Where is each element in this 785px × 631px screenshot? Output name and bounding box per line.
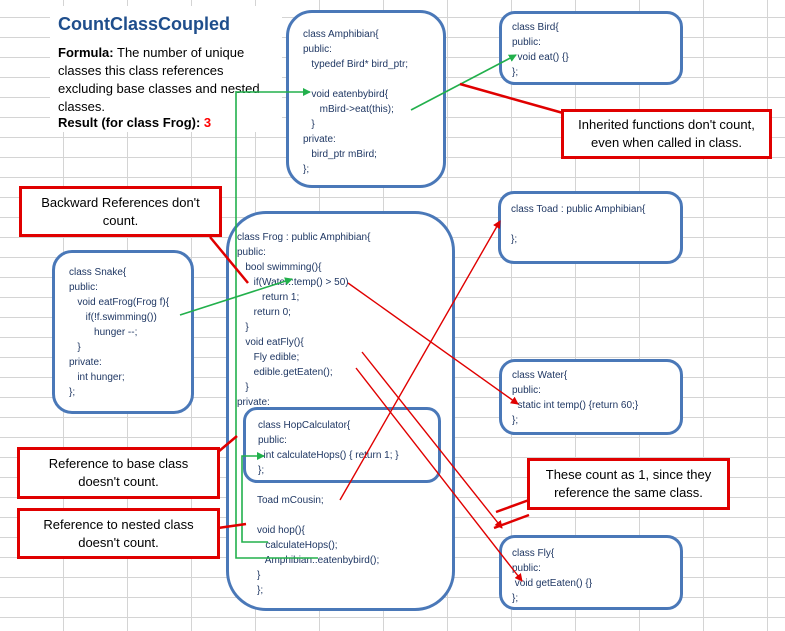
note-base-line1: Reference to base class bbox=[48, 456, 189, 471]
pointer-inherited bbox=[459, 82, 564, 115]
frog-code-top: class Frog : public Amphibian{ public: b… bbox=[237, 232, 371, 408]
note-inherited-functions: Inherited functions don't count, even whe… bbox=[561, 109, 772, 159]
note-inherited-line1: Inherited functions don't count, bbox=[578, 117, 755, 132]
hopcalculator-code: class HopCalculator{ public: int calcula… bbox=[258, 420, 399, 476]
note-base-class: Reference to base class doesn't count. bbox=[17, 447, 220, 499]
pointer-same-1 bbox=[495, 498, 530, 514]
frog-code-bottom: Toad mCousin; void hop(){ calculateHops(… bbox=[257, 495, 380, 596]
pointer-backward bbox=[209, 236, 249, 284]
result-label: Result (for class Frog): bbox=[58, 115, 201, 130]
info-panel: CountClassCoupled Formula: The number of… bbox=[50, 6, 282, 132]
note-backward-references: Backward References don't count. bbox=[19, 186, 222, 237]
note-nested-line2: doesn't count. bbox=[78, 534, 159, 550]
note-same-class: These count as 1, since they reference th… bbox=[527, 458, 730, 510]
green-arrow-bird-eat bbox=[410, 54, 517, 111]
note-backward-line2: count. bbox=[102, 212, 139, 228]
snake-code: class Snake{ public: void eatFrog(Frog f… bbox=[69, 267, 170, 398]
snake-class-box: class Snake{ public: void eatFrog(Frog f… bbox=[52, 250, 194, 414]
amphibian-code: class Amphibian{ public: typedef Bird* b… bbox=[303, 29, 409, 175]
note-backward-line1: Backward References don't bbox=[41, 194, 200, 210]
green-arrow-nested-call bbox=[241, 452, 268, 543]
bird-code: class Bird{ public: void eat() {} }; bbox=[512, 22, 569, 78]
hopcalculator-class-box: class HopCalculator{ public: int calcula… bbox=[243, 407, 441, 483]
formula-label: Formula: bbox=[58, 45, 114, 60]
result-value: 3 bbox=[203, 115, 212, 130]
formula-text: Formula: The number of unique classes th… bbox=[58, 44, 280, 116]
fly-class-box: class Fly{ public: void getEaten() {} }; bbox=[499, 535, 683, 610]
red-arrow-toad bbox=[339, 220, 501, 501]
water-class-box: class Water{ public: static int temp() {… bbox=[499, 359, 683, 435]
water-code: class Water{ public: static int temp() {… bbox=[512, 370, 639, 426]
note-nested-class: Reference to nested class doesn't count. bbox=[17, 508, 220, 559]
note-base-line2: doesn't count. bbox=[78, 474, 159, 489]
pointer-base bbox=[217, 435, 238, 453]
pointer-same-2 bbox=[493, 513, 530, 530]
red-arrow-water bbox=[347, 282, 519, 405]
result-line: Result (for class Frog): 3 bbox=[58, 115, 211, 130]
note-same-line1: These count as 1, since they bbox=[545, 467, 712, 482]
toad-code: class Toad : public Amphibian{ }; bbox=[511, 204, 646, 245]
pointer-nested bbox=[217, 522, 247, 530]
red-arrow-fly-decl bbox=[361, 351, 503, 529]
note-inherited-line2: even when called in class. bbox=[590, 135, 743, 150]
toad-class-box: class Toad : public Amphibian{ }; bbox=[498, 191, 683, 264]
green-arrow-inherited-call bbox=[235, 88, 318, 559]
note-same-line2: reference the same class. bbox=[554, 485, 703, 500]
metric-title: CountClassCoupled bbox=[58, 14, 231, 34]
formula-description: The number of unique classes this class … bbox=[58, 45, 260, 114]
bird-class-box: class Bird{ public: void eat() {} }; bbox=[499, 11, 683, 85]
green-arrow-snake-frog bbox=[179, 277, 293, 316]
note-nested-line1: Reference to nested class bbox=[43, 516, 194, 532]
amphibian-class-box: class Amphibian{ public: typedef Bird* b… bbox=[286, 10, 446, 188]
fly-code: class Fly{ public: void getEaten() {} }; bbox=[512, 548, 593, 604]
red-arrow-fly-call bbox=[355, 367, 523, 582]
